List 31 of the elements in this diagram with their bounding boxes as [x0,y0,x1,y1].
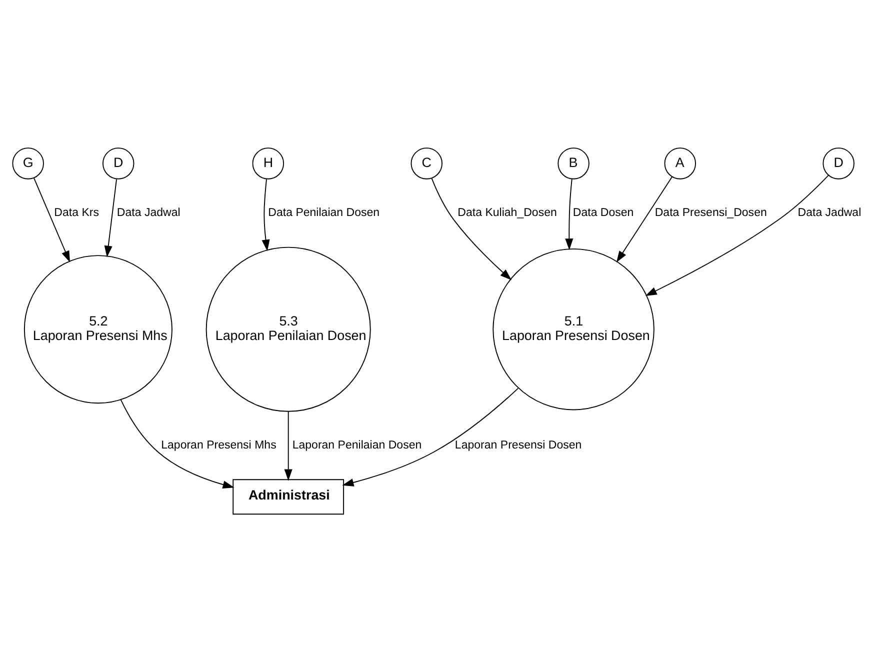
node-circle: B [558,148,590,180]
edge-label: Data Jadwal [798,207,862,220]
node-circle: 5.3 Laporan Penilaian Dosen [206,246,371,412]
edge-label: Laporan Penilaian Dosen [292,439,422,452]
node-circle: D [102,148,134,180]
edge-label: Data Jadwal [116,207,180,220]
node-circle: 5.1 Laporan Presensi Dosen [492,248,654,410]
arrow [33,178,70,262]
node-circle: H [252,148,284,180]
arrow [262,178,270,252]
arrow [645,174,829,296]
edge-label: Laporan Presensi Dosen [454,439,582,452]
edge-label: Data Krs [54,207,99,220]
node-circle: G [12,148,44,180]
edge-label: Data Presensi_Dosen [654,207,767,220]
node-circle: 5.2 Laporan Presensi Mhs [24,255,172,404]
node-circle: D [822,148,854,180]
arrow [342,388,519,486]
node-circle: C [410,148,442,180]
arrow [120,399,234,489]
node-box: Administrasi [232,479,344,515]
arrow [616,176,672,262]
arrow [431,178,512,280]
edge-label: Data Kuliah_Dosen [458,207,557,220]
edge-label: Data Penilaian Dosen [268,207,380,220]
node-circle: A [664,148,696,180]
arrow [565,178,574,250]
arrow [284,411,292,481]
edge-label: Data Dosen [572,207,634,220]
arrow [104,178,118,258]
edge-label: Laporan Presensi Mhs [161,439,276,452]
